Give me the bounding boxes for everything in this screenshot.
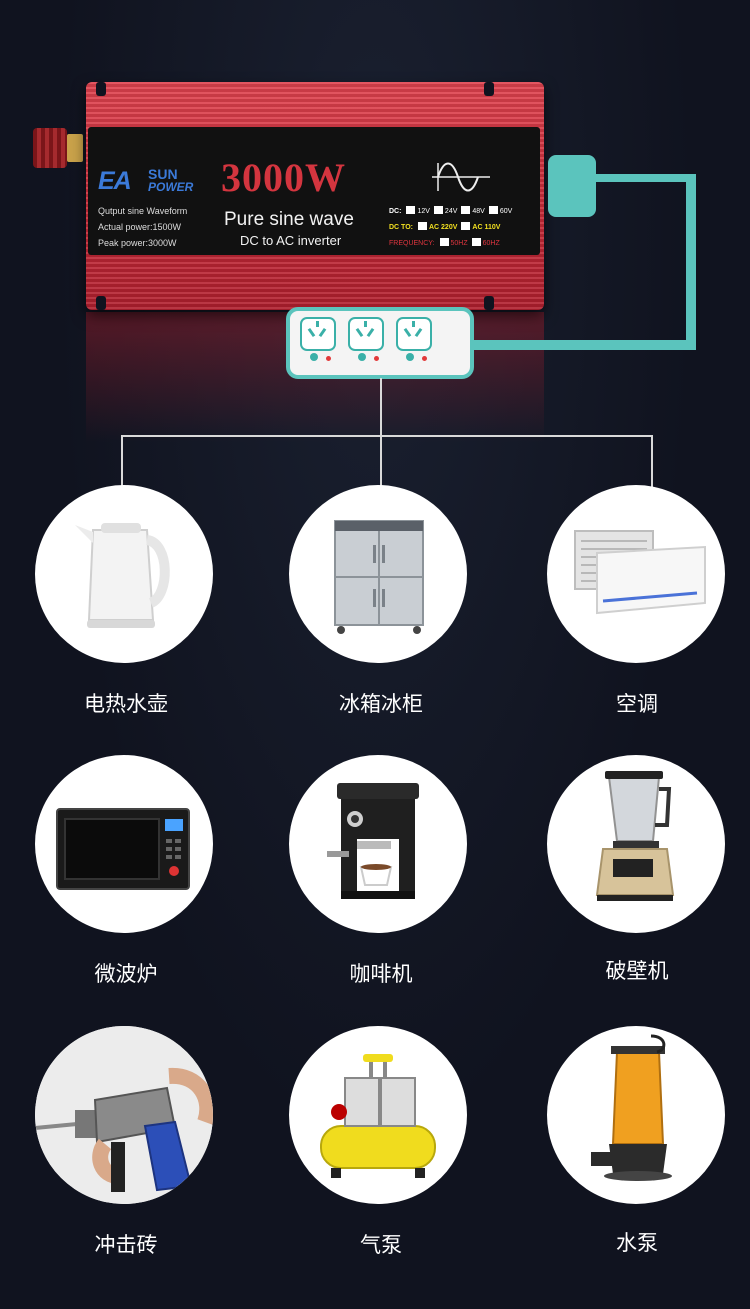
air-conditioner-icon <box>547 485 725 663</box>
appliance-label: 冰箱冰柜 <box>339 692 423 716</box>
dc-ac-subtitle: DC to AC inverter <box>240 233 342 248</box>
pure-sine-title: Pure sine wave <box>224 209 354 230</box>
cable-segment <box>460 340 696 350</box>
spec-peak-power: Peak power:3000W <box>98 238 177 248</box>
appliance-label: 水泵 <box>616 1231 658 1255</box>
appliance-label: 破壁机 <box>605 959 669 983</box>
indicator-light <box>310 353 318 361</box>
appliance-label: 咖啡机 <box>349 962 413 986</box>
power-terminal-knob <box>33 122 83 174</box>
microwave-icon <box>35 755 213 933</box>
wattage-title: 3000W <box>221 155 346 200</box>
coffee-machine-icon <box>289 755 467 933</box>
appliance-label: 气泵 <box>360 1233 402 1257</box>
connector-line <box>121 435 653 437</box>
connector-line <box>121 435 123 487</box>
water-pump-icon <box>547 1026 725 1204</box>
cable-segment <box>686 174 696 350</box>
blender-icon <box>547 755 725 933</box>
connector-line <box>651 435 653 487</box>
front-panel: EA SUN POWER Qutput sine Waveform Actual… <box>88 127 540 255</box>
sine-wave-icon <box>432 162 490 192</box>
appliance-label: 空调 <box>616 692 658 716</box>
appliance-label: 冲击砖 <box>94 1233 158 1257</box>
electric-kettle-icon <box>35 485 213 663</box>
connector-line <box>380 378 382 486</box>
outlet-icon <box>300 317 336 351</box>
spec-waveform: Qutput sine Waveform <box>98 206 188 216</box>
air-compressor-icon <box>289 1026 467 1204</box>
impact-drill-icon <box>35 1026 213 1204</box>
spec-actual-power: Actual power:1500W <box>98 222 182 232</box>
cable-segment <box>596 174 692 182</box>
refrigerator-icon <box>289 485 467 663</box>
indicator-light <box>406 353 414 361</box>
output-plug <box>548 155 596 217</box>
power-strip <box>286 307 474 379</box>
brand-logo: EA SUN POWER <box>98 166 194 195</box>
appliance-label: 电热水壶 <box>84 692 168 716</box>
indicator-light <box>358 353 366 361</box>
inverter-unit: EA SUN POWER Qutput sine Waveform Actual… <box>86 82 544 310</box>
outlet-icon <box>348 317 384 351</box>
appliance-label: 微波炉 <box>94 962 158 986</box>
outlet-icon <box>396 317 432 351</box>
